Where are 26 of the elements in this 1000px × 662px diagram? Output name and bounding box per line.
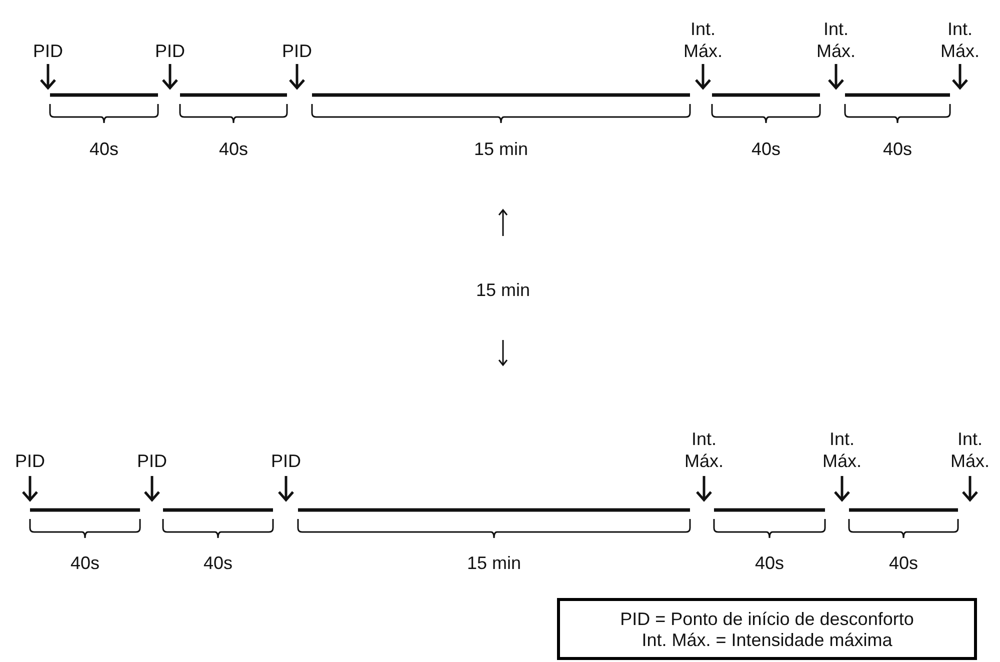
duration-label: 40s [752, 138, 781, 160]
duration-label: 40s [70, 552, 100, 574]
marker-label: PID [137, 450, 168, 472]
legend-box [557, 598, 977, 660]
duration-label: 40s [883, 138, 912, 160]
interval-label: 15 min [476, 279, 530, 301]
marker-label: PID [33, 40, 64, 62]
duration-label: 40s [90, 138, 119, 160]
marker-label: Int. Máx. [822, 428, 862, 472]
marker-label: PID [282, 40, 312, 62]
marker-label: Int. Máx. [684, 18, 723, 62]
duration-label: 40s [204, 552, 233, 574]
marker-label: PID [271, 450, 302, 472]
legend-text: PID = Ponto de início de desconforto [619, 609, 915, 630]
marker-label: Int. Máx. [940, 18, 980, 62]
marker-label: Int. Máx. [950, 428, 990, 472]
duration-label: 40s [755, 552, 784, 574]
legend-text: Int. Máx. = Intensidade máxima [640, 630, 894, 651]
marker-label: PID [155, 40, 186, 62]
marker-label: PID [15, 450, 46, 472]
duration-label: 15 min [467, 552, 522, 574]
marker-label: Int. Máx. [816, 18, 856, 62]
marker-label: Int. Máx. [684, 428, 724, 472]
duration-label: 15 min [474, 138, 528, 160]
duration-label: 40s [219, 138, 248, 160]
duration-label: 40s [889, 552, 918, 574]
